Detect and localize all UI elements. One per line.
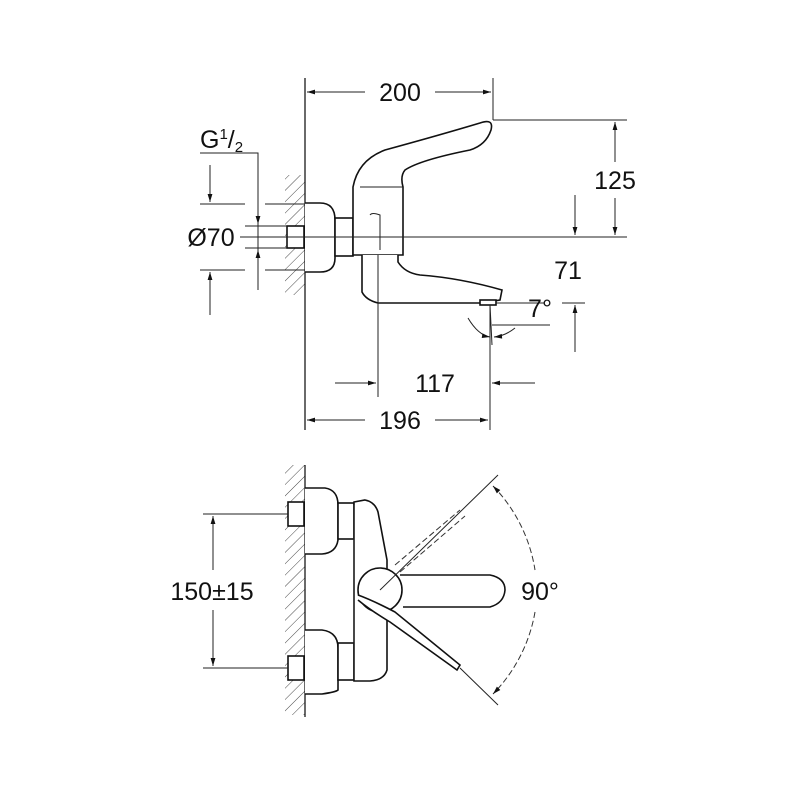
thread-size-label: G1/2 — [200, 126, 243, 156]
dim-196-label: 196 — [379, 407, 421, 435]
dim-150-label: 150±15 — [170, 578, 253, 606]
escutcheon-upper — [305, 487, 339, 555]
mixer-body — [352, 120, 493, 256]
dim-125-label: 125 — [594, 167, 636, 195]
escutcheon-lower — [305, 629, 339, 695]
angle-90-label: 90° — [521, 578, 559, 606]
wall-hatch — [285, 465, 305, 715]
lever-rotated — [357, 594, 462, 672]
top-view: 90° 150±15 — [170, 465, 559, 717]
diameter-70-label: Ø70 — [187, 224, 234, 252]
inlet-upper — [287, 501, 305, 527]
spout — [361, 255, 503, 304]
lever-handle — [400, 574, 506, 608]
angle-7-label: 7° — [528, 295, 552, 323]
aerator — [479, 299, 497, 306]
inlet-lower — [287, 655, 305, 681]
dim-200-label: 200 — [379, 79, 421, 107]
front-view: 200 125 71 7° 117 196 G1/2 — [187, 78, 636, 435]
lever-alt-position — [394, 509, 466, 573]
dim-117-label: 117 — [415, 370, 455, 398]
dim-71-label: 71 — [554, 257, 582, 285]
